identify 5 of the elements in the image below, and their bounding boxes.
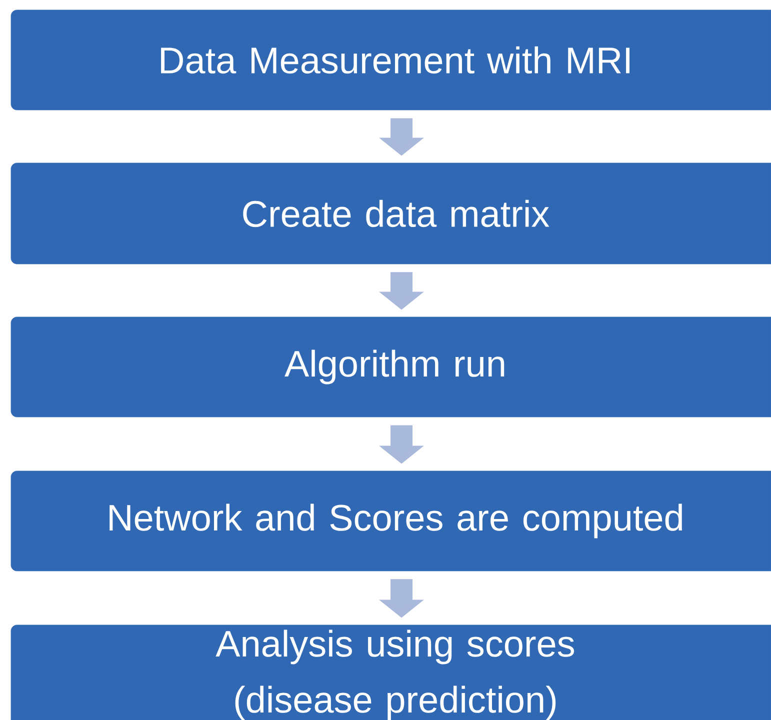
process-box: Network and Scores are computed: [10, 470, 771, 572]
process-box: Create data matrix: [10, 162, 771, 264]
process-box: Data Measurement with MRI: [10, 10, 771, 110]
process-box: Analysis using scores (disease prediction): [10, 624, 771, 720]
process-box: Algorithm run: [10, 316, 771, 418]
